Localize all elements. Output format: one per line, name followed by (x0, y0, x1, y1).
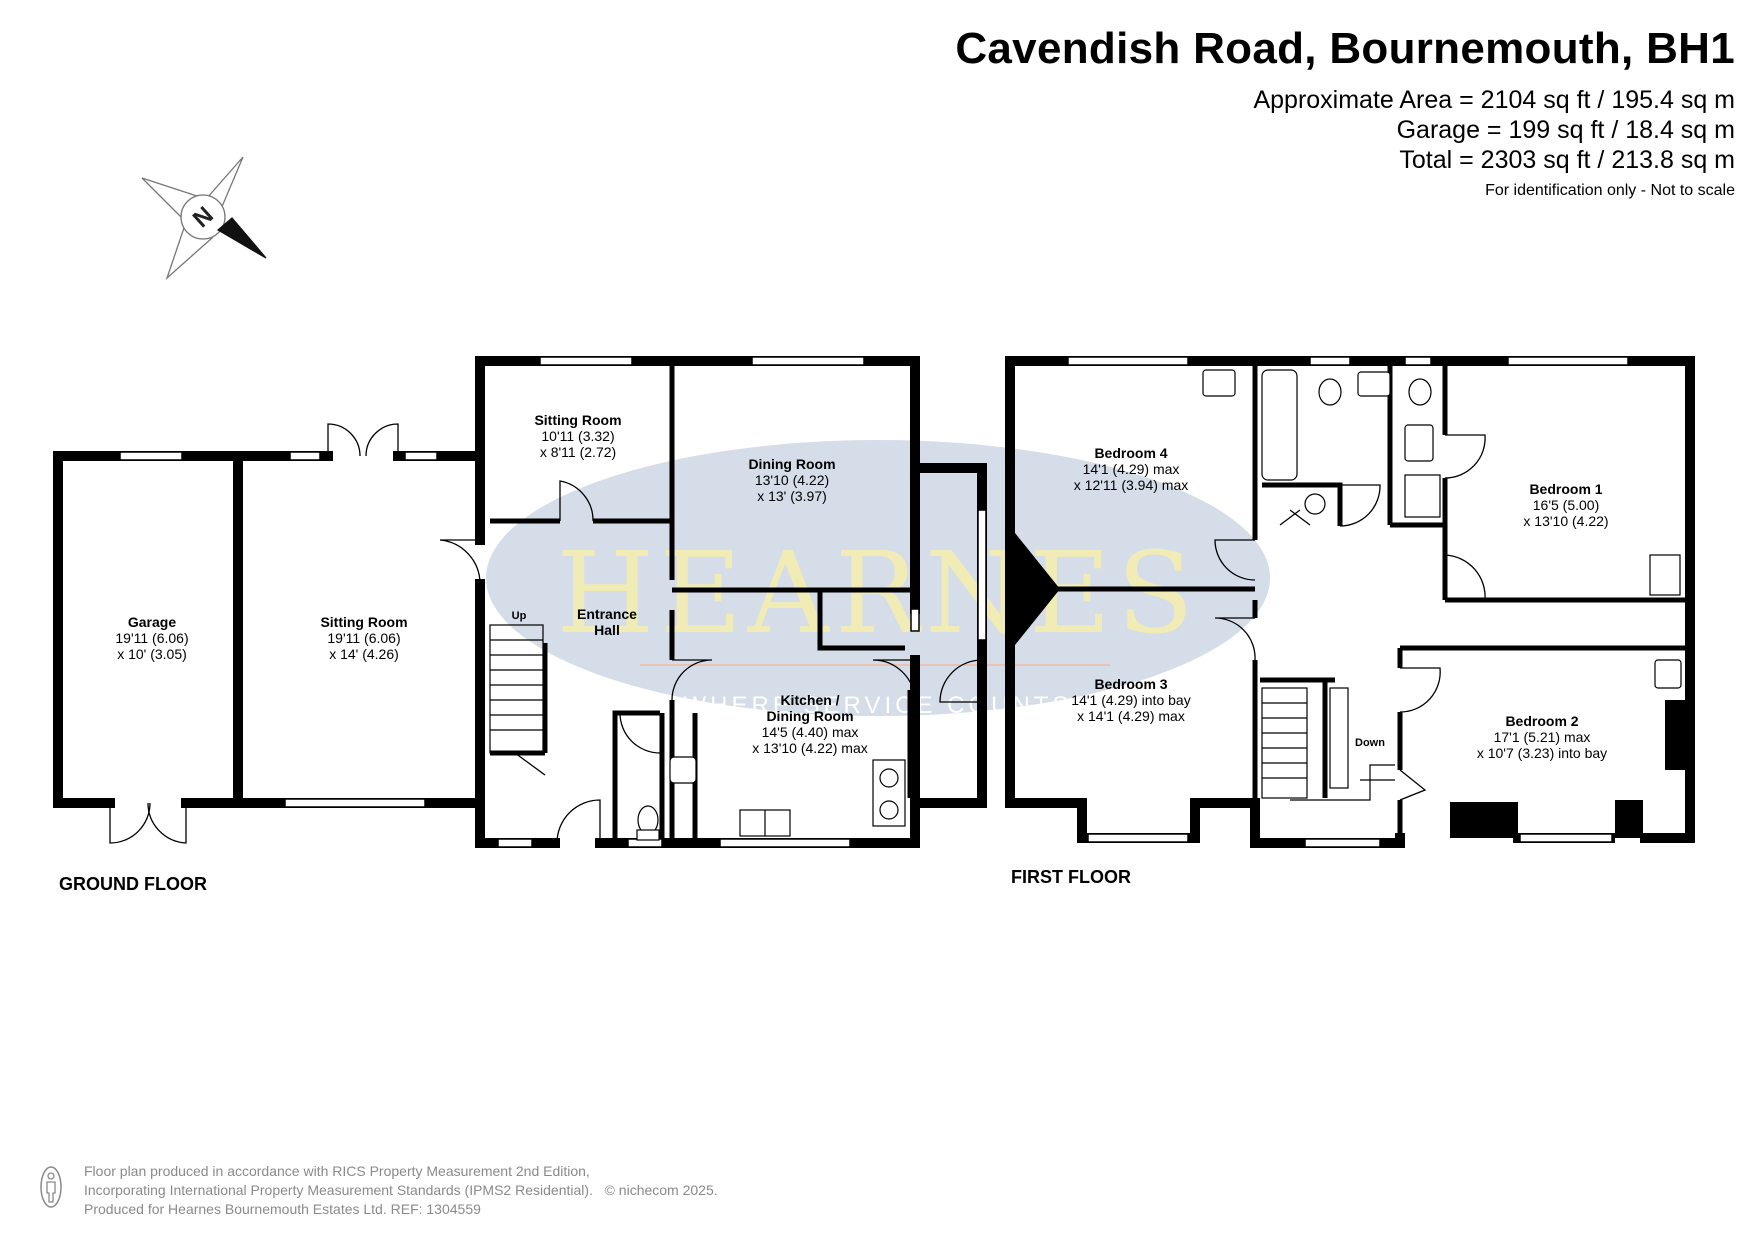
room-name: Kitchen / (780, 692, 839, 708)
room-name: Sitting Room (534, 412, 621, 428)
room-dims: x 12'11 (3.94) max (1074, 477, 1188, 493)
room-dims: x 14' (4.26) (329, 646, 399, 662)
footer-line-with-copyright: Incorporating International Property Mea… (84, 1181, 718, 1200)
room-dims: x 13' (3.97) (757, 488, 827, 504)
ground-floor-labels: Garage 19'11 (6.06) x 10' (3.05) Sitting… (115, 412, 867, 756)
garage-area: Garage = 199 sq ft / 18.4 sq m (1396, 116, 1735, 144)
shower-icon (1404, 474, 1441, 518)
ground-floor-windows (119, 356, 987, 848)
person-icon (40, 1166, 62, 1208)
room-dims: 13'10 (4.22) (755, 472, 829, 488)
room-name: Hall (594, 622, 620, 638)
room-dims: x 10' (3.05) (117, 646, 187, 662)
first-floor-label: FIRST FLOOR (1011, 867, 1131, 887)
approximate-area: Approximate Area = 2104 sq ft / 195.4 sq… (1253, 86, 1735, 114)
first-floor-fixtures (1202, 369, 1682, 689)
property-title: Cavendish Road, Bournemouth, BH1 (955, 24, 1735, 73)
scale-note: For identification only - Not to scale (1485, 182, 1735, 199)
room-dims: x 13'10 (4.22) (1523, 513, 1608, 529)
ground-floor-label: GROUND FLOOR (59, 874, 207, 894)
footer-line: Produced for Hearnes Bournemouth Estates… (84, 1201, 481, 1217)
basin-icon (669, 756, 697, 784)
room-dims: 14'1 (4.29) into bay (1071, 692, 1190, 708)
toilet-icon (1318, 378, 1342, 406)
ground-floor-stairs (489, 624, 544, 754)
footer-notes: Floor plan produced in accordance with R… (84, 1162, 718, 1219)
room-name: Garage (128, 614, 176, 630)
first-floor-labels: Bedroom 4 14'1 (4.29) max x 12'11 (3.94)… (1071, 445, 1608, 761)
room-name: Entrance (577, 606, 637, 622)
stair-label: Up (512, 610, 527, 622)
bath-icon (1261, 369, 1298, 481)
room-dims: x 10'7 (3.23) into bay (1477, 745, 1607, 761)
room-dims: 14'5 (4.40) max (762, 724, 859, 740)
room-dims: 19'11 (6.06) (115, 630, 188, 646)
room-name: Dining Room (748, 456, 835, 472)
first-floor-windows (1067, 356, 1629, 848)
footer-line: Incorporating International Property Mea… (84, 1182, 593, 1198)
room-dims: 17'1 (5.21) max (1494, 729, 1591, 745)
stair-label: Down (1355, 737, 1385, 749)
room-dims: x 13'10 (4.22) max (752, 740, 868, 756)
room-dims: 14'1 (4.29) max (1083, 461, 1180, 477)
room-name: Bedroom 4 (1094, 445, 1167, 461)
watermark-tagline: WHERE SERVICE COUNTS (684, 692, 1073, 719)
first-floor-doors (1214, 434, 1486, 801)
room-dims: x 14'1 (4.29) max (1077, 708, 1185, 724)
room-name: Dining Room (766, 708, 853, 724)
room-name: Bedroom 2 (1505, 713, 1578, 729)
total-area: Total = 2303 sq ft / 213.8 sq m (1399, 146, 1735, 174)
compass-icon: N (141, 156, 267, 281)
room-name: Bedroom 3 (1094, 676, 1167, 692)
first-floor-chimneys (1015, 533, 1687, 838)
footer-line: Floor plan produced in accordance with R… (84, 1163, 590, 1179)
room-dims: 16'5 (5.00) (1533, 497, 1600, 513)
room-name: Sitting Room (320, 614, 407, 630)
ground-floor-doors (109, 423, 983, 844)
ground-floor-fixtures (636, 756, 906, 841)
watermark: HEARNES WHERE SERVICE COUNTS (486, 440, 1270, 719)
copyright: © nichecom 2025. (604, 1182, 718, 1198)
watermark-ellipse (486, 440, 1270, 716)
basin-icon (1202, 369, 1236, 397)
room-dims: 10'11 (3.32) (541, 428, 614, 444)
room-dims: x 8'11 (2.72) (540, 444, 616, 460)
room-dims: 19'11 (6.06) (327, 630, 400, 646)
watermark-brand: HEARNES (556, 529, 1199, 659)
room-name: Bedroom 1 (1529, 481, 1602, 497)
first-floor-stairs (1261, 687, 1395, 801)
